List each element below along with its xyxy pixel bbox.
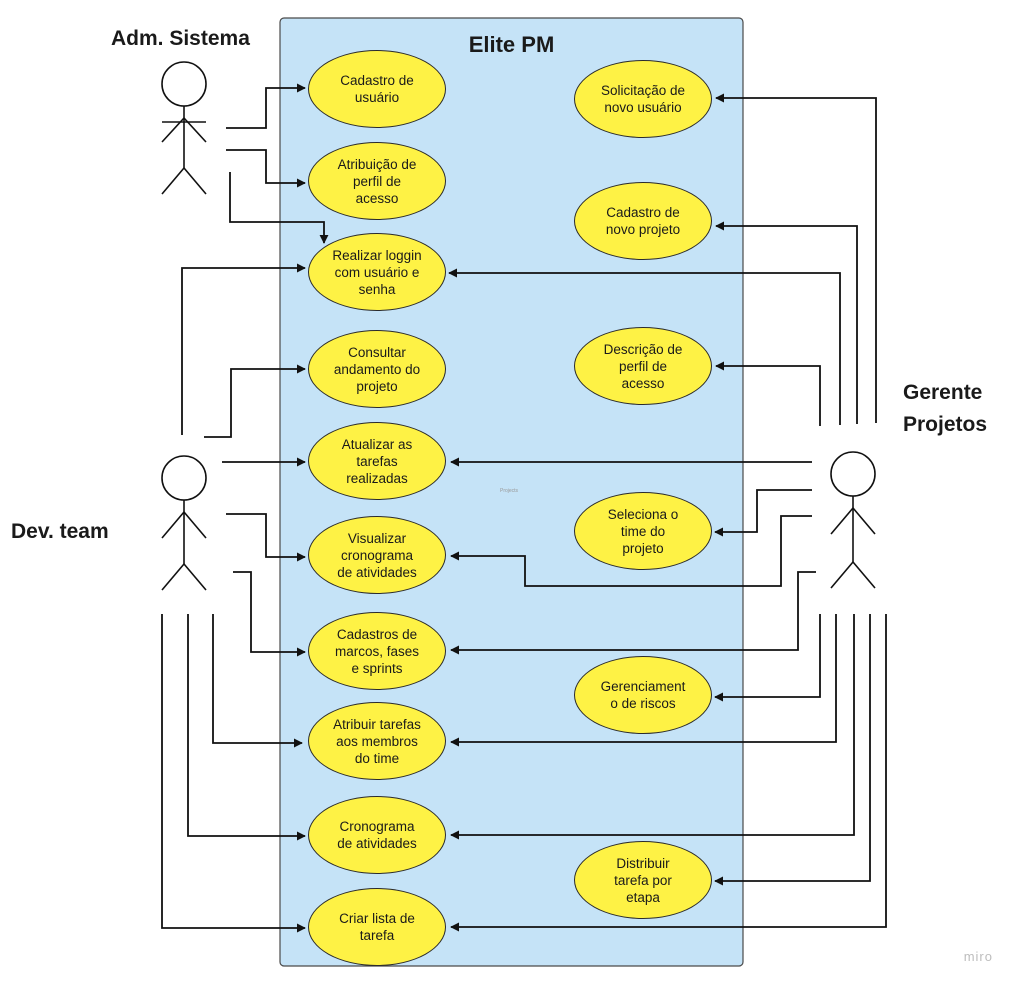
usecase-label: Atualizar as tarefas realizadas [341,436,413,486]
usecase-visualizar-cronograma[interactable]: Visualizar cronograma de atividades [308,516,446,594]
usecase-label: Atribuir tarefas aos membros do time [333,716,421,766]
conn-adm-login [229,172,329,244]
conn-dev-consultar [204,364,306,438]
usecase-label: Criar lista de tarefa [339,911,415,943]
conn-dev-atribuir [212,614,303,748]
conn-ger-cadastro-projeto [715,221,858,424]
usecase-label: Cadastros de marcos, fases e sprints [334,626,420,676]
usecase-label: Cronograma de atividades [337,819,417,851]
usecase-label: Gerenciament o de riscos [600,679,686,711]
usecase-label: Cadastro de novo projeto [605,205,681,237]
usecase-label: Descrição de perfil de acesso [603,341,683,391]
conn-ger-atribuir [450,614,837,747]
usecase-atualizar-tarefas[interactable]: Atualizar as tarefas realizadas [308,422,446,500]
actor-adm-sistema-figure [161,61,207,195]
usecase-realizar-login[interactable]: Realizar loggin com usuário e senha [308,233,446,311]
actor-gerente-projetos-figure [830,451,876,589]
usecase-cronograma-atividades[interactable]: Cronograma de atividades [308,796,446,874]
usecase-solicitacao-usuario[interactable]: Solicitação de novo usuário [574,60,712,138]
usecase-consultar-andamento[interactable]: Consultar andamento do projeto [308,330,446,408]
conn-ger-visualizar [450,515,812,587]
conn-dev-cadastros [233,571,306,657]
usecase-label: Solicitação de novo usuário [600,83,686,115]
system-title: Elite PM [468,32,555,57]
usecase-label: Realizar loggin com usuário e senha [332,247,422,297]
conn-dev-visualizar [226,513,306,562]
system-inner-text: Projects [500,488,519,494]
conn-ger-solicitacao [715,93,877,423]
conn-dev-criar-lista [161,614,306,933]
usecase-seleciona-time[interactable]: Seleciona o time do projeto [574,492,712,570]
conn-ger-criar-lista [450,614,887,932]
actor-dev-team-label: Dev. team [11,520,109,543]
usecase-label: Visualizar cronograma de atividades [337,530,417,580]
miro-watermark: miro [963,949,993,964]
conn-ger-distribuir [714,614,871,886]
usecase-criar-lista[interactable]: Criar lista de tarefa [308,888,446,966]
usecase-label: Cadastro de usuário [340,73,414,105]
actor-dev-team-figure [161,455,207,591]
conn-ger-login [448,268,841,425]
usecase-cadastro-projeto[interactable]: Cadastro de novo projeto [574,182,712,260]
usecase-label: Consultar andamento do projeto [333,344,421,394]
conn-dev-cronograma [187,614,306,841]
conn-dev-login [181,263,306,435]
usecase-gerenciamento-riscos[interactable]: Gerenciament o de riscos [574,656,712,734]
conn-adm-cadastro-usuario [226,83,306,129]
actor-gerente-label-line1: Gerente [903,381,983,404]
usecase-label: Seleciona o time do projeto [607,506,679,556]
conn-ger-cadastros [450,571,816,655]
actor-gerente-label-line2: Projetos [903,413,988,436]
usecase-cadastros-marcos[interactable]: Cadastros de marcos, fases e sprints [308,612,446,690]
conn-ger-seleciona [714,489,812,537]
usecase-cadastro-usuario[interactable]: Cadastro de usuário [308,50,446,128]
actor-adm-sistema-label: Adm. Sistema [111,27,250,50]
usecase-atribuir-tarefas[interactable]: Atribuir tarefas aos membros do time [308,702,446,780]
usecase-label: Atribuição de perfil de acesso [337,156,417,206]
usecase-distribuir-tarefa[interactable]: Distribuir tarefa por etapa [574,841,712,919]
conn-adm-atribuicao-perfil [226,149,306,188]
conn-ger-descricao [715,361,821,426]
conn-ger-riscos [714,614,821,702]
conn-ger-cronograma [450,614,855,840]
usecase-label: Distribuir tarefa por etapa [614,855,672,905]
usecase-descricao-perfil[interactable]: Descrição de perfil de acesso [574,327,712,405]
usecase-atribuicao-perfil[interactable]: Atribuição de perfil de acesso [308,142,446,220]
connectors [161,83,887,933]
